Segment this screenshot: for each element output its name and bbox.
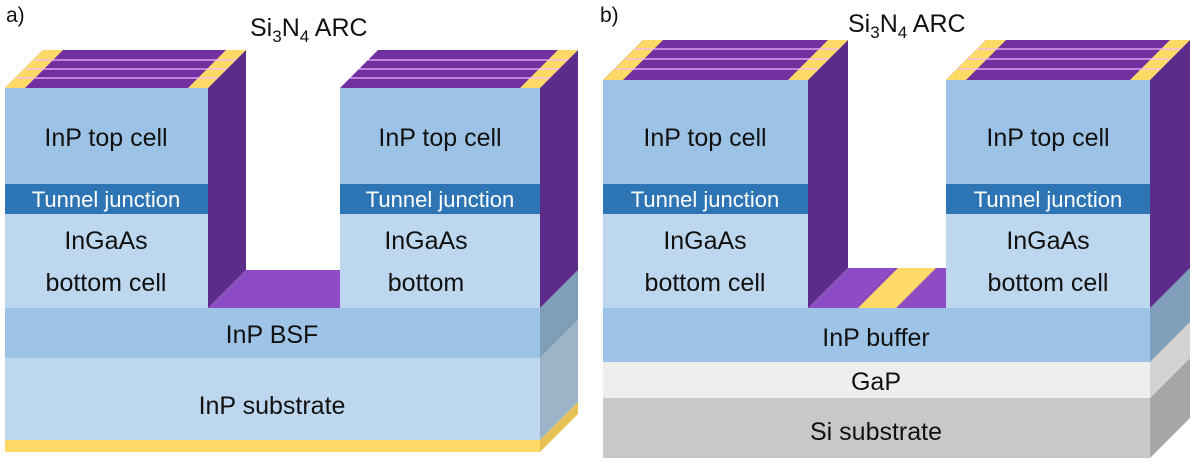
gap-layer — [603, 362, 1150, 398]
gap-side — [1150, 322, 1190, 398]
panel-b-tag: b) — [600, 4, 619, 27]
arc-label: Si3N4 ARC — [250, 14, 368, 46]
inp-bsf-side — [540, 270, 578, 358]
inp-top-cell-layer — [603, 80, 808, 184]
bottom-cell-label-line2: bottom cell — [988, 269, 1109, 297]
top-cell-label: InP top cell — [44, 124, 167, 152]
inp-substrate-layer — [5, 358, 540, 440]
right-contact-finger-1 — [946, 40, 1006, 80]
tunnel-junction-label: Tunnel junction — [366, 187, 514, 212]
inp-top-cell-layer — [340, 88, 540, 184]
top-cell-label: InP top cell — [986, 124, 1109, 152]
si-substrate-label: Si substrate — [810, 418, 942, 446]
trench-floor-contact — [858, 268, 936, 308]
tunnel-junction-layer — [5, 184, 208, 214]
tunnel-junction-layer — [340, 184, 540, 214]
left-mesa: InP top cell Tunnel junction InGaAs bott… — [5, 50, 246, 308]
inp-buffer-layer — [603, 308, 1150, 362]
ingaas-bottom-cell-layer — [603, 214, 808, 308]
right-mesa-sidewall — [1150, 40, 1190, 308]
inp-top-cell-layer — [5, 88, 208, 184]
inp-bsf-label: InP BSF — [226, 321, 319, 349]
bottom-cell-label-line1: InGaAs — [64, 227, 147, 255]
tunnel-junction-layer — [603, 184, 808, 214]
inp-buffer-side — [1150, 268, 1190, 362]
back-contact-side — [540, 402, 578, 452]
left-contact-finger-2 — [788, 40, 848, 80]
left-mesa-sidewall — [808, 40, 848, 308]
right-mesa: InP top cell Tunnel junction InGaAs bott… — [340, 50, 578, 308]
bottom-cell-label-line2: bottom — [388, 269, 464, 297]
si-substrate-layer — [603, 398, 1150, 458]
inp-substrate-side — [540, 320, 578, 440]
right-mesa: InP top cell Tunnel junction InGaAs bott… — [946, 40, 1190, 308]
panel-a-tag: a) — [6, 4, 25, 27]
si-substrate-side — [1150, 358, 1190, 458]
bottom-cell-label-line1: InGaAs — [663, 227, 746, 255]
right-mesa-sidewall — [540, 50, 578, 308]
inp-bsf-layer — [5, 308, 540, 358]
left-mesa-arc-top — [603, 40, 848, 80]
left-contact-finger-1 — [603, 40, 663, 80]
ingaas-bottom-cell-layer — [5, 214, 208, 308]
ingaas-bottom-cell-layer — [340, 214, 540, 308]
ingaas-bottom-cell-layer — [946, 214, 1150, 308]
tunnel-junction-label: Tunnel junction — [974, 187, 1122, 212]
back-contact — [5, 440, 540, 452]
left-mesa: InP top cell Tunnel junction InGaAs bott… — [603, 40, 848, 308]
panel-a: a) InP substrate InP BSF InP top cell — [5, 4, 578, 452]
panel-b: b) Si substrate GaP InP buffer InP t — [600, 4, 1190, 458]
tunnel-junction-layer — [946, 184, 1150, 214]
bottom-cell-label-line2: bottom cell — [46, 269, 167, 297]
trench-floor-arc — [208, 270, 378, 308]
right-contact-finger-2 — [1130, 40, 1190, 80]
gap-label: GaP — [851, 368, 901, 396]
bottom-cell-label-line1: InGaAs — [1006, 227, 1089, 255]
inp-buffer-label: InP buffer — [822, 324, 930, 352]
top-cell-label: InP top cell — [643, 124, 766, 152]
bottom-cell-label-line1: InGaAs — [384, 227, 467, 255]
inp-top-cell-layer — [946, 80, 1150, 184]
left-mesa-sidewall — [208, 50, 246, 308]
right-mesa-arc-top — [946, 40, 1190, 80]
inp-substrate-label: InP substrate — [199, 392, 346, 420]
arc-label: Si3N4 ARC — [848, 10, 966, 42]
top-cell-label: InP top cell — [378, 124, 501, 152]
bottom-cell-label-line2: bottom cell — [645, 269, 766, 297]
tunnel-junction-label: Tunnel junction — [32, 187, 180, 212]
tunnel-junction-label: Tunnel junction — [631, 187, 779, 212]
